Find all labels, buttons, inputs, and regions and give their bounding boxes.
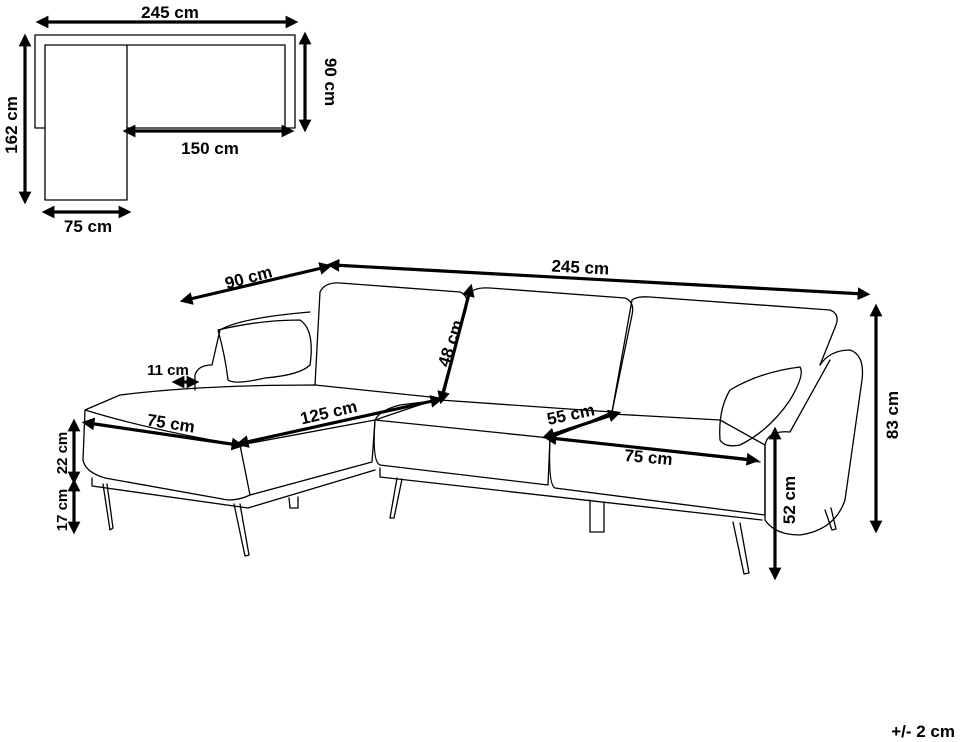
seat-width-label: 75 cm bbox=[624, 446, 674, 469]
chaise-depth-arrow bbox=[235, 395, 444, 448]
leg-sofa-back-right bbox=[824, 507, 837, 531]
back-cushion-right bbox=[611, 296, 838, 413]
plan-chaise-width-label: 75 cm bbox=[64, 217, 112, 236]
plan-width-label: 245 cm bbox=[141, 3, 199, 22]
depth-arrow bbox=[179, 262, 333, 305]
plan-view: 245 cm 90 cm 162 cm 150 cm 75 cm bbox=[2, 3, 340, 236]
plan-back-line bbox=[44, 44, 286, 129]
leg-chaise-front-right bbox=[233, 503, 250, 557]
sofa-base bbox=[379, 467, 763, 521]
depth-label: 90 cm bbox=[223, 262, 274, 293]
leg-sofa-center bbox=[589, 499, 605, 533]
seat-height-label: 52 cm bbox=[780, 476, 799, 524]
plan-depth-label: 90 cm bbox=[321, 58, 340, 106]
leg-sofa-front-right bbox=[732, 521, 750, 575]
width-label: 245 cm bbox=[551, 257, 610, 279]
sofa-perspective bbox=[82, 282, 864, 575]
plan-sofa-width-label: 150 cm bbox=[181, 139, 239, 158]
perspective-dimensions: 90 cm 245 cm 48 cm 11 cm 75 cm 125 cm 55… bbox=[54, 257, 902, 581]
chaise-width-arrow bbox=[81, 417, 245, 451]
leg-height-label: 17 cm bbox=[54, 489, 71, 532]
back-cushion-middle bbox=[439, 287, 634, 413]
seat-depth-label: 55 cm bbox=[545, 400, 596, 429]
seat-width-arrow bbox=[543, 432, 760, 466]
chaise-seat bbox=[82, 384, 441, 501]
tolerance-note: +/- 2 cm bbox=[891, 722, 955, 741]
total-height-label: 83 cm bbox=[883, 391, 902, 439]
leg-chaise-front-left bbox=[102, 483, 114, 531]
back-height-label: 48 cm bbox=[434, 317, 467, 369]
right-pillow bbox=[719, 366, 802, 447]
cushion-height-label: 22 cm bbox=[54, 432, 71, 475]
leg-sofa-front-left bbox=[389, 477, 403, 519]
leg-chaise-center bbox=[288, 496, 299, 509]
plan-outline bbox=[34, 34, 296, 201]
right-armrest bbox=[764, 349, 864, 536]
width-arrow bbox=[326, 258, 871, 301]
back-height-arrow bbox=[437, 283, 475, 405]
plan-chaise-length-label: 162 cm bbox=[2, 96, 21, 154]
left-pillow bbox=[217, 319, 312, 383]
armrest-width-label: 11 cm bbox=[147, 362, 189, 379]
chaise-base bbox=[91, 469, 376, 509]
